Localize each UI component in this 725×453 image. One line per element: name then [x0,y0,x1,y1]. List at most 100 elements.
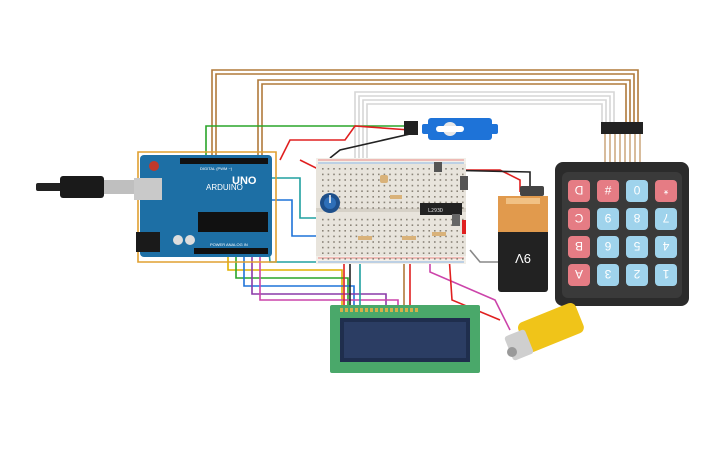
keypad-key[interactable]: 4 [655,236,677,258]
breadboard-hole [428,224,430,226]
breadboard-hole [411,246,414,249]
breadboard-hole [411,179,414,181]
breadboard-hole [434,173,436,176]
keypad-key[interactable]: 0 [626,180,648,202]
keypad-key-label: 7 [662,211,669,225]
breadboard-hole [456,230,458,232]
breadboard-hole [450,246,453,249]
breadboard-hole [462,246,464,249]
breadboard-hole [450,230,453,232]
reset-button [149,161,159,171]
keypad-key[interactable]: # [597,180,619,202]
breadboard-hole [322,224,324,226]
breadboard-hole [406,190,408,192]
breadboard-hole [422,230,425,232]
breadboard-hole [361,196,363,198]
breadboard-hole [462,196,464,198]
breadboard-hole [327,168,330,170]
breadboard-hole [428,230,430,232]
breadboard-hole [361,241,363,243]
breadboard-hole [417,241,419,243]
breadboard-hole [322,173,324,176]
breadboard-hole [383,190,386,192]
keypad-key-label: 3 [604,267,611,281]
servo-motor[interactable] [404,118,498,140]
keypad-key[interactable]: 8 [626,208,648,230]
breadboard-hole [400,207,402,209]
wire-black-bat [329,133,411,159]
breadboard-hole [462,173,464,176]
breadboard-hole [338,252,341,254]
breadboard-hole [338,173,341,176]
breadboard-hole [327,241,330,243]
breadboard-hole [355,224,358,226]
breadboard-hole [383,173,386,176]
wire-brown-4 [261,83,627,160]
keypad-key[interactable]: 7 [655,208,677,230]
lcd-pin [355,308,358,312]
keypad-key[interactable]: 2 [626,264,648,286]
lcd-pin [370,308,373,312]
breadboard-hole [327,246,330,249]
breadboard-hole [400,241,402,243]
breadboard-hole [389,218,391,221]
breadboard-hole [462,168,464,170]
keypad-key[interactable]: A [568,264,590,286]
breadboard-hole [350,241,352,243]
breadboard-hole [450,168,453,170]
breadboard-hole [355,190,358,192]
keypad-key[interactable]: 9 [597,208,619,230]
breadboard-hole [322,179,324,181]
breadboard-hole [372,235,374,238]
breadboard-hole [394,224,397,226]
breadboard-hole [445,246,447,249]
battery-9v: 9V [498,186,548,292]
breadboard-hole [400,258,402,260]
breadboard-hole [417,179,419,181]
breadboard-hole [366,258,369,260]
wire-red-2 [299,159,521,192]
breadboard-hole [411,184,414,187]
breadboard-hole [322,168,324,170]
keypad-key[interactable]: C [568,208,590,230]
breadboard-hole [378,184,380,187]
breadboard-hole [383,224,386,226]
keypad-key[interactable]: D [568,180,590,202]
breadboard-hole [400,230,402,232]
breadboard-hole [422,179,425,181]
keypad-key[interactable]: 6 [597,236,619,258]
breadboard-hole [434,246,436,249]
breadboard-hole [439,230,442,232]
breadboard-hole [434,201,436,204]
potentiometer[interactable] [320,193,340,213]
breadboard-hole [355,173,358,176]
breadboard-hole [456,241,458,243]
keypad-key[interactable]: 3 [597,264,619,286]
breadboard-hole [372,201,374,204]
breadboard-hole [456,173,458,176]
breadboard-hole [406,196,408,198]
breadboard-hole [372,218,374,221]
breadboard-hole [439,190,442,192]
resistors [358,175,446,240]
keypad-key[interactable]: 1 [655,264,677,286]
keypad-key[interactable]: * [655,180,677,202]
breadboard-hole [422,201,425,204]
breadboard-hole [428,179,430,181]
breadboard-hole [383,230,386,232]
breadboard-hole [450,173,453,176]
breadboard-hole [439,241,442,243]
lcd-pin [350,308,353,312]
breadboard-hole [462,235,464,238]
keypad-key[interactable]: B [568,236,590,258]
breadboard-hole [389,230,391,232]
breadboard-hole [366,252,369,254]
breadboard-hole [333,246,335,249]
breadboard-hole [417,235,419,238]
breadboard-hole [428,201,430,204]
arduino-uno[interactable]: ARDUINO UNO DIGITAL (PWM ~) POWER ANALOG… [134,155,272,257]
breadboard-hole [411,196,414,198]
breadboard-hole [422,241,425,243]
keypad-key[interactable]: 5 [626,236,648,258]
